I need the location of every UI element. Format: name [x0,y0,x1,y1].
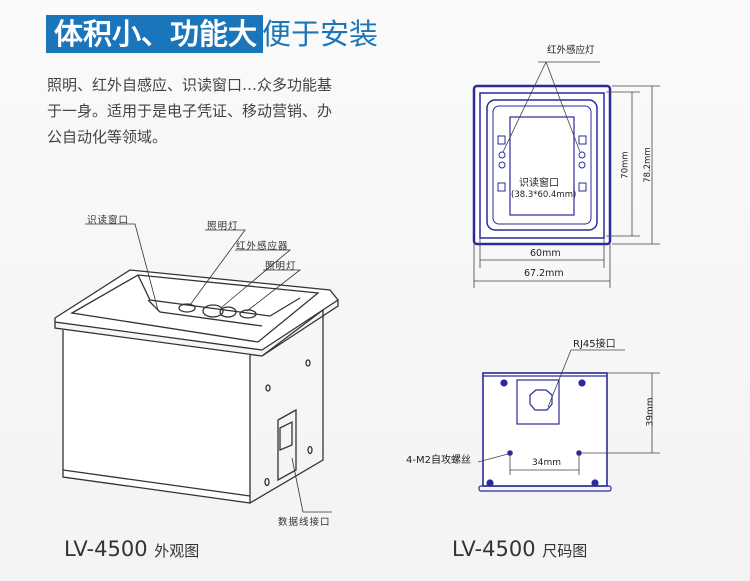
exterior-caption: LV-4500 外观图 [64,537,200,561]
dimensions-caption: LV-4500 尺码图 [452,537,588,561]
label-light-1: 照明灯 [207,221,239,232]
label-ir-sensor: 红外感应器 [236,241,289,252]
dim-60mm: 60mm [530,248,561,259]
dim-67-2mm: 67.2mm [524,268,564,279]
label-rj45: RJ45接口 [573,339,616,350]
dim-39mm: 39mm [645,397,656,427]
label-light-2: 照明灯 [265,261,297,272]
label-window-size: (38.3*60.4mm) [511,190,577,200]
label-screws: 4-M2自攻螺丝 [406,455,471,466]
title-rest: 便于安装 [262,17,379,51]
title-highlight: 体积小、功能大 [46,15,264,53]
label-ir-light: 红外感应灯 [547,45,595,56]
dim-34mm: 34mm [532,458,561,468]
description: 照明、红外自感应、识读窗口…众多功能基于一身。适用于是电子凭证、移动营销、办公自… [47,76,333,146]
label-data-port: 数据线接口 [278,517,331,528]
label-window: 识读窗口 [87,215,130,226]
label-read-window: 识读窗口 [519,178,559,189]
